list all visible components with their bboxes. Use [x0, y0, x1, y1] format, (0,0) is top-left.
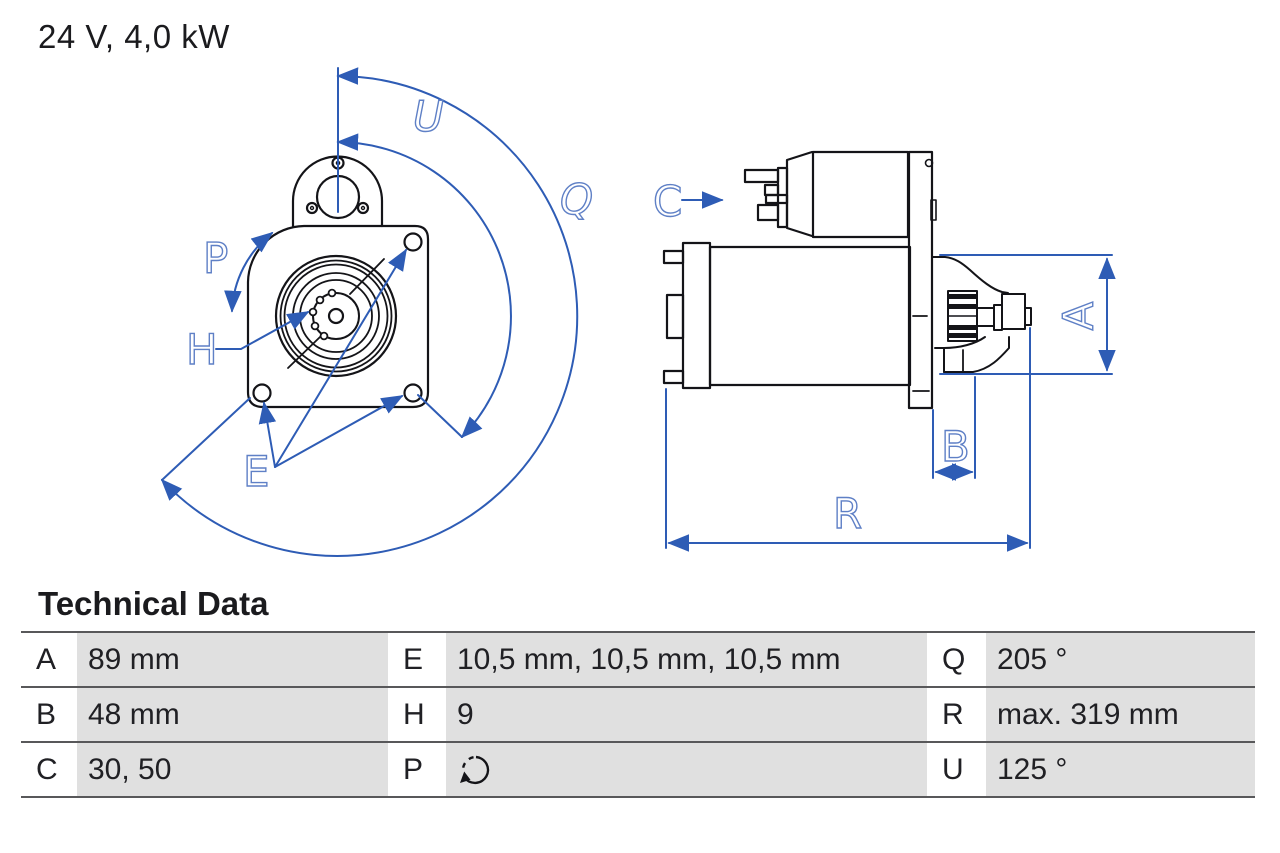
label-H: H	[186, 325, 218, 374]
dim-key-R: R	[927, 688, 986, 743]
shaft-center-hole	[327, 307, 345, 325]
dim-value-R: max. 319 mm	[986, 688, 1255, 743]
dim-value-A: 89 mm	[77, 633, 388, 688]
label-E: E	[243, 447, 270, 496]
rotation-direction-icon	[460, 755, 490, 784]
dim-key-B: B	[21, 688, 77, 743]
side-view-part	[662, 150, 1032, 410]
dim-arc-U	[336, 133, 512, 439]
motor-body	[708, 245, 912, 387]
label-B: B	[941, 422, 970, 471]
solenoid	[811, 150, 910, 239]
rear-end-cap	[681, 241, 712, 390]
dim-key-E: E	[388, 633, 446, 688]
terminal-stud-top	[743, 168, 780, 184]
label-C: C	[653, 177, 682, 226]
dim-value-P	[446, 743, 927, 798]
dim-arc-P	[224, 231, 274, 313]
dim-key-A: A	[21, 633, 77, 688]
bolt-hole-bottom-left	[252, 383, 272, 403]
leader-E3	[274, 395, 404, 468]
dim-value-E: 10,5 mm, 10,5 mm, 10,5 mm	[446, 633, 927, 688]
label-U: U	[413, 92, 444, 141]
front-view-dimensions	[160, 67, 579, 557]
dim-value-H: 9	[446, 688, 927, 743]
label-A: A	[1054, 301, 1103, 330]
label-R: R	[833, 489, 862, 538]
dim-key-H: H	[388, 688, 446, 743]
pinion-shaft	[976, 307, 995, 327]
technical-data-heading: Technical Data	[38, 585, 269, 622]
dim-key-P: P	[388, 743, 446, 798]
dim-key-Q: Q	[927, 633, 986, 688]
mounting-flange-plate	[907, 150, 934, 410]
label-P: P	[203, 234, 228, 283]
dimension-labels: U Q P H E C A B R	[185, 91, 1103, 538]
technical-data-table: A 89 mm E 10,5 mm, 10,5 mm, 10,5 mm Q 20…	[21, 631, 1255, 798]
shaft-end-bearing	[1001, 293, 1026, 330]
product-spec-title: 24 V, 4,0 kW	[38, 18, 230, 55]
leader-E2	[274, 248, 407, 468]
dim-key-U: U	[927, 743, 986, 798]
bolt-hole-bottom-right	[403, 383, 423, 403]
leader-E1	[258, 401, 277, 468]
label-Q: Q	[560, 175, 593, 224]
dim-value-B: 48 mm	[77, 688, 388, 743]
dim-value-U: 125 °	[986, 743, 1255, 798]
technical-drawing: U Q P H E C A B R	[160, 67, 1116, 557]
bolt-hole-top-right	[403, 232, 423, 252]
dim-value-Q: 205 °	[986, 633, 1255, 688]
leader-H	[215, 311, 310, 350]
dim-key-C: C	[21, 743, 77, 798]
terminal-stud-bottom	[756, 203, 780, 222]
dim-arc-Q	[160, 67, 579, 557]
side-view-dimensions	[665, 191, 1116, 552]
dim-value-C: 30, 50	[77, 743, 388, 798]
